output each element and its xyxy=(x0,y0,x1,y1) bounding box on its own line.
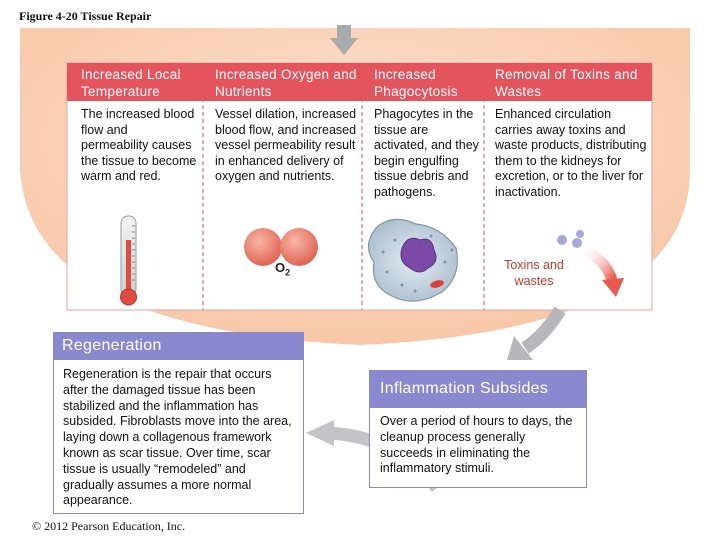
column-header-oxygen-nutrients: Increased Oxygen and Nutrients xyxy=(215,67,357,99)
inflammation-subsides-title: Inflammation Subsides xyxy=(370,371,586,408)
header-band xyxy=(67,63,652,101)
inflammation-subsides-text: Over a period of hours to days, the clea… xyxy=(380,414,573,476)
column-header-toxins-wastes: Removal of Toxins and Wastes xyxy=(495,67,638,99)
column-text-phagocytosis: Phagocytes in the tissue are activated, … xyxy=(374,107,479,199)
column-header-phagocytosis: Increased Phagocytosis xyxy=(374,67,458,99)
column-header-local-temperature: Increased Local Temperature xyxy=(81,67,181,99)
oxygen-molecule-icon xyxy=(244,228,318,266)
column-text-oxygen-nutrients: Vessel dilation, increased blood flow, a… xyxy=(215,107,357,184)
tissue-repair-table: Increased Local Temperature Increased Ox… xyxy=(67,63,652,310)
regeneration-title: Regeneration xyxy=(54,333,303,360)
top-arrow-icon xyxy=(330,25,358,55)
phagocyte-icon xyxy=(367,218,458,302)
thermometer-icon xyxy=(120,215,137,306)
column-text-toxins-wastes: Enhanced circulation carries away toxins… xyxy=(495,107,647,199)
toxins-wastes-label: Toxins and wastes xyxy=(504,258,564,288)
copyright-notice: © 2012 Pearson Education, Inc. xyxy=(32,519,186,533)
red-curved-arrow-icon xyxy=(577,242,624,297)
regeneration-text: Regeneration is the repair that occurs a… xyxy=(63,367,292,508)
o2-label: O2 xyxy=(275,260,291,278)
inflammation-subsides-box: Inflammation Subsides Over a period of h… xyxy=(369,370,587,488)
figure-title: Figure 4-20 Tissue Repair xyxy=(19,9,152,23)
toxin-particles-icon xyxy=(557,230,584,248)
column-text-local-temperature: The increased blood flow and permeabilit… xyxy=(81,107,197,184)
gray-arrow-down-icon xyxy=(507,306,566,360)
regeneration-box: Regeneration Regeneration is the repair … xyxy=(53,332,304,514)
